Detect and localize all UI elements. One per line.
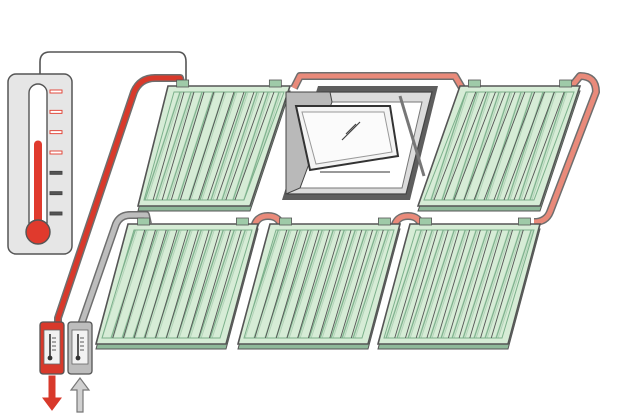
scale-mark [49, 130, 63, 135]
scale-mark [49, 191, 63, 196]
collector-panel [136, 79, 292, 212]
scale-mark [49, 109, 63, 114]
scale-mark [49, 170, 63, 175]
collector-panel [376, 217, 542, 350]
outlet-sensor [39, 321, 65, 411]
thermometer-icon [75, 334, 84, 361]
roof-window-icon [282, 86, 438, 200]
collector-panel [94, 217, 260, 350]
hot-outlet-pipe [54, 74, 186, 330]
pipe-window-bypass [290, 72, 466, 91]
sensor-cable [39, 51, 187, 86]
thermometer-level [34, 140, 42, 226]
thermometer-scale [49, 89, 63, 216]
scale-mark [49, 89, 63, 94]
thermometer-gauge [7, 73, 73, 255]
arrow-down-icon [42, 375, 62, 411]
pipe-right-loop [533, 72, 600, 226]
scale-mark [49, 150, 63, 155]
thermometer-icon [47, 334, 56, 361]
collector-panels [94, 79, 582, 350]
scale-mark [49, 211, 63, 216]
arrow-up-icon [69, 377, 91, 413]
thermometer-bulb [25, 219, 51, 245]
collector-panel [236, 217, 402, 350]
cold-inlet-pipe [78, 211, 152, 330]
inlet-sensor [67, 321, 93, 413]
collector-panel [416, 79, 582, 212]
